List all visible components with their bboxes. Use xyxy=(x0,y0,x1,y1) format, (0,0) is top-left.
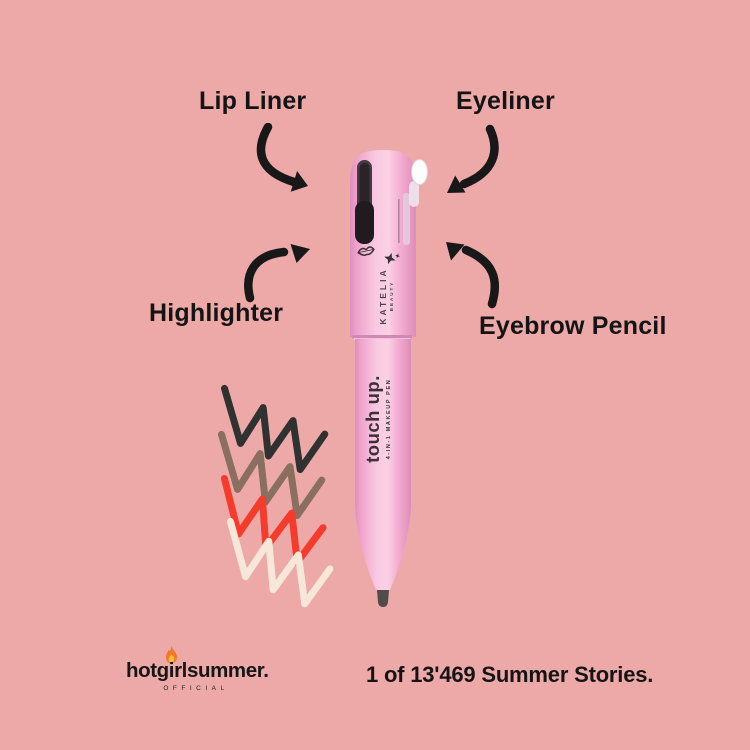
logo-official-label: OFFICIAL xyxy=(163,685,229,692)
arrow-highlighter-icon xyxy=(244,244,310,303)
pen-side-track xyxy=(403,193,410,245)
stories-count: 1 of 13'469 Summer Stories. xyxy=(366,662,654,687)
label-lip-liner: Lip Liner xyxy=(199,87,307,115)
pen-product-name: touch up. xyxy=(362,375,383,463)
color-swatches xyxy=(195,378,347,614)
arrow-eyebrow-icon xyxy=(446,242,500,309)
logo-wordmark: hotgirlsummer. xyxy=(126,659,269,682)
pen-product-text: touch up. 4-IN-1 MAKEUP PEN xyxy=(359,369,395,469)
pen-brand-name: KATELIA xyxy=(377,267,388,325)
sparkle-icon xyxy=(384,252,400,265)
brand-logo: hotgirlsummer. OFFICIAL xyxy=(120,644,270,700)
lips-icon xyxy=(357,246,375,256)
pen-brand-sub: BEAUTY xyxy=(389,280,395,312)
pen-lower-barrel xyxy=(355,339,411,507)
arrow-lip-liner-icon xyxy=(256,123,308,192)
pen-button-track xyxy=(409,181,419,207)
makeup-pen xyxy=(350,150,428,607)
pen-brand-text: KATELIA BEAUTY xyxy=(372,266,400,326)
pen-product-sub: 4-IN-1 MAKEUP PEN xyxy=(386,378,392,460)
pen-tip xyxy=(377,590,389,607)
label-eyebrow-pencil: Eyebrow Pencil xyxy=(479,312,667,340)
pen-slider-knob xyxy=(355,201,374,244)
pen-taper xyxy=(355,507,411,590)
label-eyeliner: Eyeliner xyxy=(456,87,555,115)
arrow-eyeliner-icon xyxy=(447,124,499,193)
flame-icon xyxy=(166,646,177,664)
label-highlighter: Highlighter xyxy=(149,299,284,327)
pen-side-line xyxy=(398,199,400,243)
pen-seam xyxy=(352,335,412,339)
pen-slider-button xyxy=(411,159,428,185)
